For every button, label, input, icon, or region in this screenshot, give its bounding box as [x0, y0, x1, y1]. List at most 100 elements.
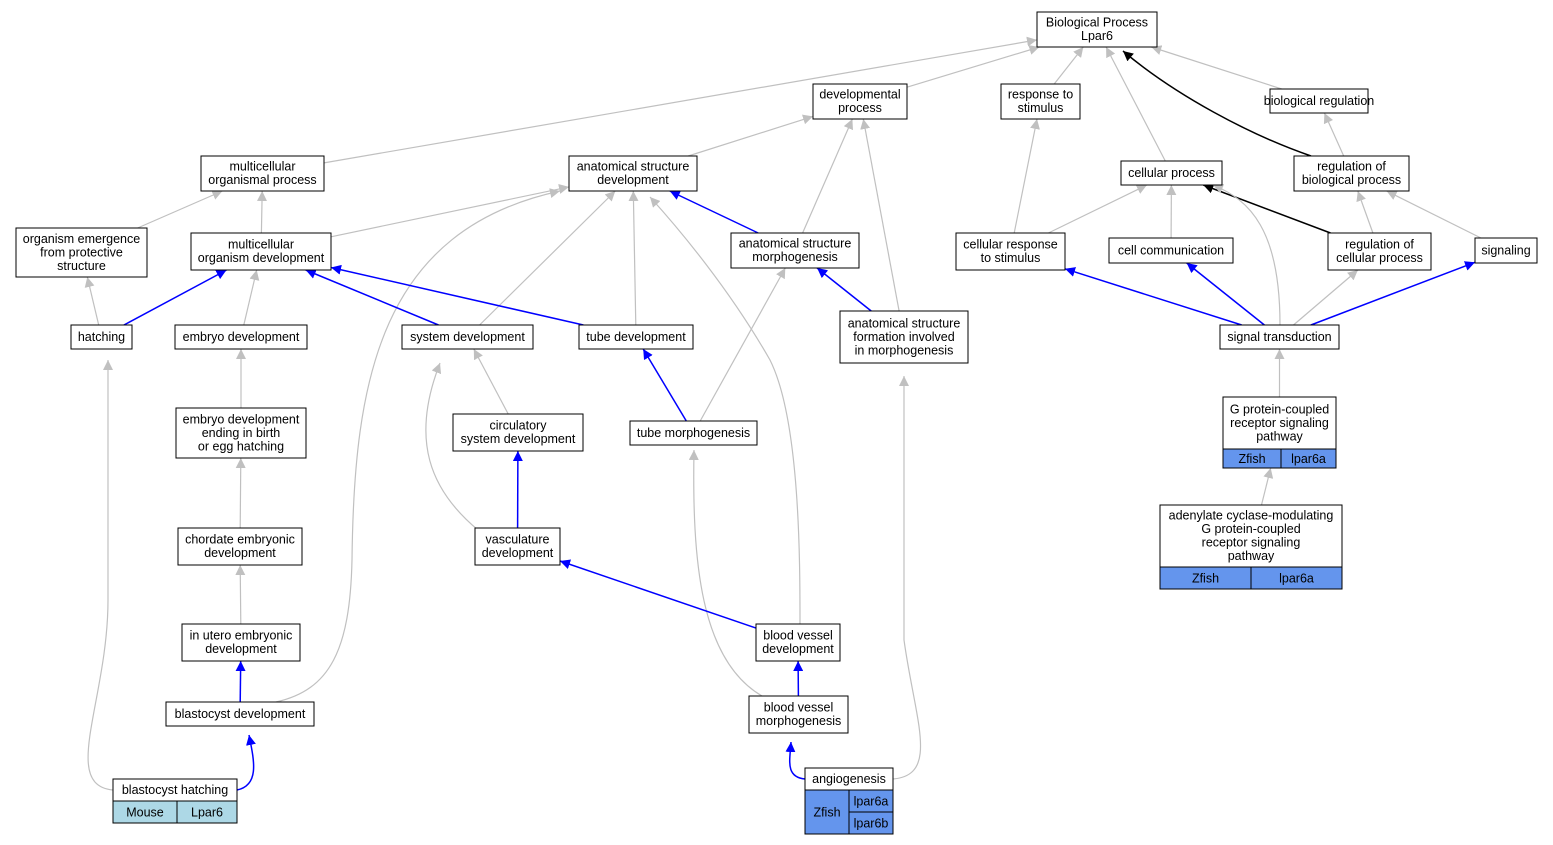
node-cellcomm[interactable]: cell communication [1108, 237, 1234, 264]
node-tubemorph[interactable]: tube morphogenesis [629, 420, 758, 446]
node-label-line: system development [461, 432, 576, 446]
node-box [165, 701, 315, 727]
edge-embdev-to-mcod [243, 269, 260, 326]
edge-regcp-to-cellproc [1203, 183, 1331, 234]
node-label-line: signal transduction [1227, 330, 1331, 344]
annotation-label: Lpar6 [191, 806, 223, 820]
edge-vasc-to-sysdev [425, 362, 479, 531]
node-label-line: organismal process [208, 173, 316, 187]
node-embdev[interactable]: embryo development [174, 324, 308, 350]
node-label-line: morphogenesis [752, 250, 837, 264]
node-box [1327, 232, 1432, 271]
node-label-line: or egg hatching [198, 439, 284, 453]
annotation-label: Zfish [1192, 572, 1219, 586]
edge-regbp-to-bioreg [1323, 112, 1345, 157]
node-box [812, 83, 908, 120]
node-label-line: pathway [1228, 549, 1275, 563]
node-label-line: receptor signaling [1202, 536, 1301, 550]
node-label-line: blood vessel [763, 629, 833, 643]
edge-blastdev-to-asd [275, 188, 561, 703]
edge-signaling-to-regbp [1386, 190, 1482, 239]
edge-utero-to-chord [235, 564, 246, 625]
edge-sigtrans-to-regcp [1293, 269, 1359, 326]
edge-blasthatch-to-hatching [87, 360, 114, 791]
node-label-line: cellular process [1128, 166, 1215, 180]
node-label-line: blastocyst hatching [122, 783, 228, 797]
edge-mcop-to-bp [323, 36, 1038, 164]
edge-blasthatch-to-blastdev [236, 734, 256, 791]
edge-asm-to-asd [669, 190, 759, 234]
node-label-line: pathway [1256, 429, 1303, 443]
node-box [1474, 237, 1538, 264]
annotation-label: lpar6a [1291, 452, 1326, 466]
node-box [839, 310, 969, 364]
node-label-line: cellular process [1336, 251, 1423, 265]
annotation-label: lpar6a [1279, 572, 1314, 586]
annotation-label: lpar6b [854, 817, 889, 831]
node-box [70, 324, 133, 350]
node-box [955, 232, 1066, 271]
edge-circ-to-sysdev [473, 348, 509, 415]
node-sysdev[interactable]: system development [401, 324, 534, 350]
edge-chord-to-embend [235, 457, 246, 529]
node-blastdev[interactable]: blastocyst development [165, 701, 315, 727]
node-bioreg[interactable]: biological regulation [1264, 88, 1375, 114]
node-label-line: development [205, 642, 277, 656]
node-label-line: tube morphogenesis [637, 426, 750, 440]
edge-cellresp-to-cellproc [1048, 184, 1148, 234]
node-label-line: regulation of [1345, 238, 1414, 252]
edge-regbp-to-bp [1122, 50, 1312, 157]
node-hatching[interactable]: hatching [70, 324, 133, 350]
edge-bvdev-to-asd [649, 196, 801, 625]
node-box [474, 527, 561, 566]
node-box [1222, 396, 1337, 450]
edge-bvdev-to-vasc [559, 559, 757, 629]
node-label-line: ending in birth [202, 426, 281, 440]
edge-sigtrans-to-cellcomm [1186, 262, 1265, 326]
node-box [1036, 11, 1158, 48]
annotation-cell [1280, 448, 1337, 469]
node-signaling[interactable]: signaling [1474, 237, 1538, 264]
node-label-line: system development [410, 330, 525, 344]
edge-asm-to-devproc [802, 118, 853, 234]
node-sigtrans[interactable]: signal transduction [1219, 324, 1340, 350]
edge-sigtrans-to-cellresp [1064, 267, 1242, 326]
node-box [177, 527, 303, 566]
edge-tubemorph-to-tubedev [642, 348, 687, 422]
node-box [200, 155, 325, 192]
node-label-line: anatomical structure [739, 237, 852, 251]
node-tubedev[interactable]: tube development [578, 324, 694, 350]
node-label-line: to stimulus [981, 251, 1041, 265]
node-label-line: development [482, 546, 554, 560]
node-cellproc[interactable]: cellular process [1120, 160, 1223, 186]
edge-regcp-to-regbp [1356, 190, 1374, 234]
node-label-line: embryo development [183, 412, 300, 426]
edge-angio-to-bvmorph [785, 741, 806, 780]
node-label-line: stimulus [1018, 101, 1064, 115]
edge-tubemorph-to-asm [699, 267, 786, 422]
